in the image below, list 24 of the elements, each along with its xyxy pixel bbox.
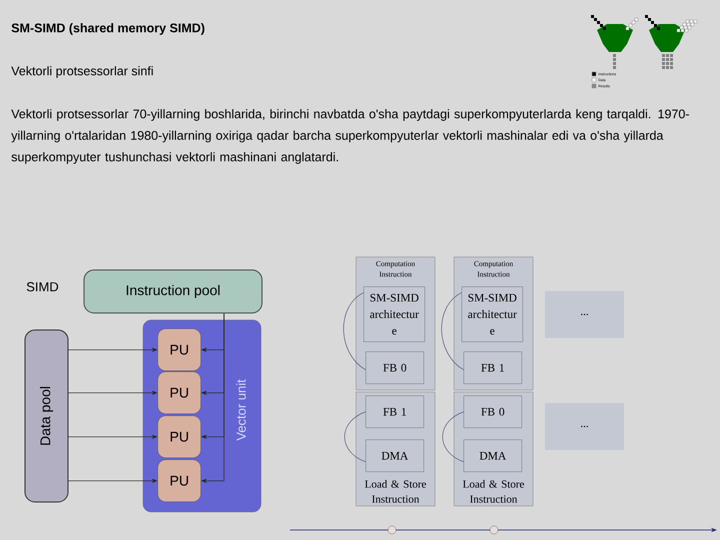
connector: [442, 411, 464, 462]
block-box: FB 1: [366, 396, 424, 428]
heading: SM-SIMD (shared memory SIMD): [12, 23, 204, 35]
processing-unit: PU: [158, 460, 201, 502]
placeholder-box: ...: [545, 290, 624, 338]
processing-unit: PU: [158, 328, 201, 371]
diagram-label: SIMD: [26, 282, 58, 292]
block-box: DMA: [464, 440, 522, 472]
pool-box: Instruction pool: [84, 269, 262, 314]
block-box: FB 1: [464, 352, 522, 384]
block-box: SM-SIMD architectur e: [462, 286, 523, 342]
block-box: FB 0: [464, 396, 522, 428]
block-box: DMA: [366, 440, 424, 472]
subheading: Vektorli protsessorlar sinfi: [11, 66, 153, 78]
connector: [344, 411, 366, 462]
placeholder-box: ...: [545, 402, 624, 450]
processing-unit: PU: [158, 416, 201, 458]
processing-unit: PU: [158, 372, 201, 414]
pool-box: Data pool: [24, 329, 68, 502]
connector: [343, 292, 366, 370]
block-box: FB 0: [366, 352, 424, 384]
paragraph: Vektorli protsessorlar 70-yillarning boshlarida, birinchi navbatda o'sha paytdagi superkompyuterlarda keng tarqaldi. 1970-yillarning o'rtalaridan 1980-yillarning oxiriga qadar barcha superkompyuterlar vektorli mashinalar edi va o'sha yillarda superkompyuter tushunchasi vektorli mashinani anglatardi.: [11, 109, 689, 164]
block-box: SM-SIMD architectur e: [364, 286, 425, 342]
connector: [441, 292, 464, 370]
